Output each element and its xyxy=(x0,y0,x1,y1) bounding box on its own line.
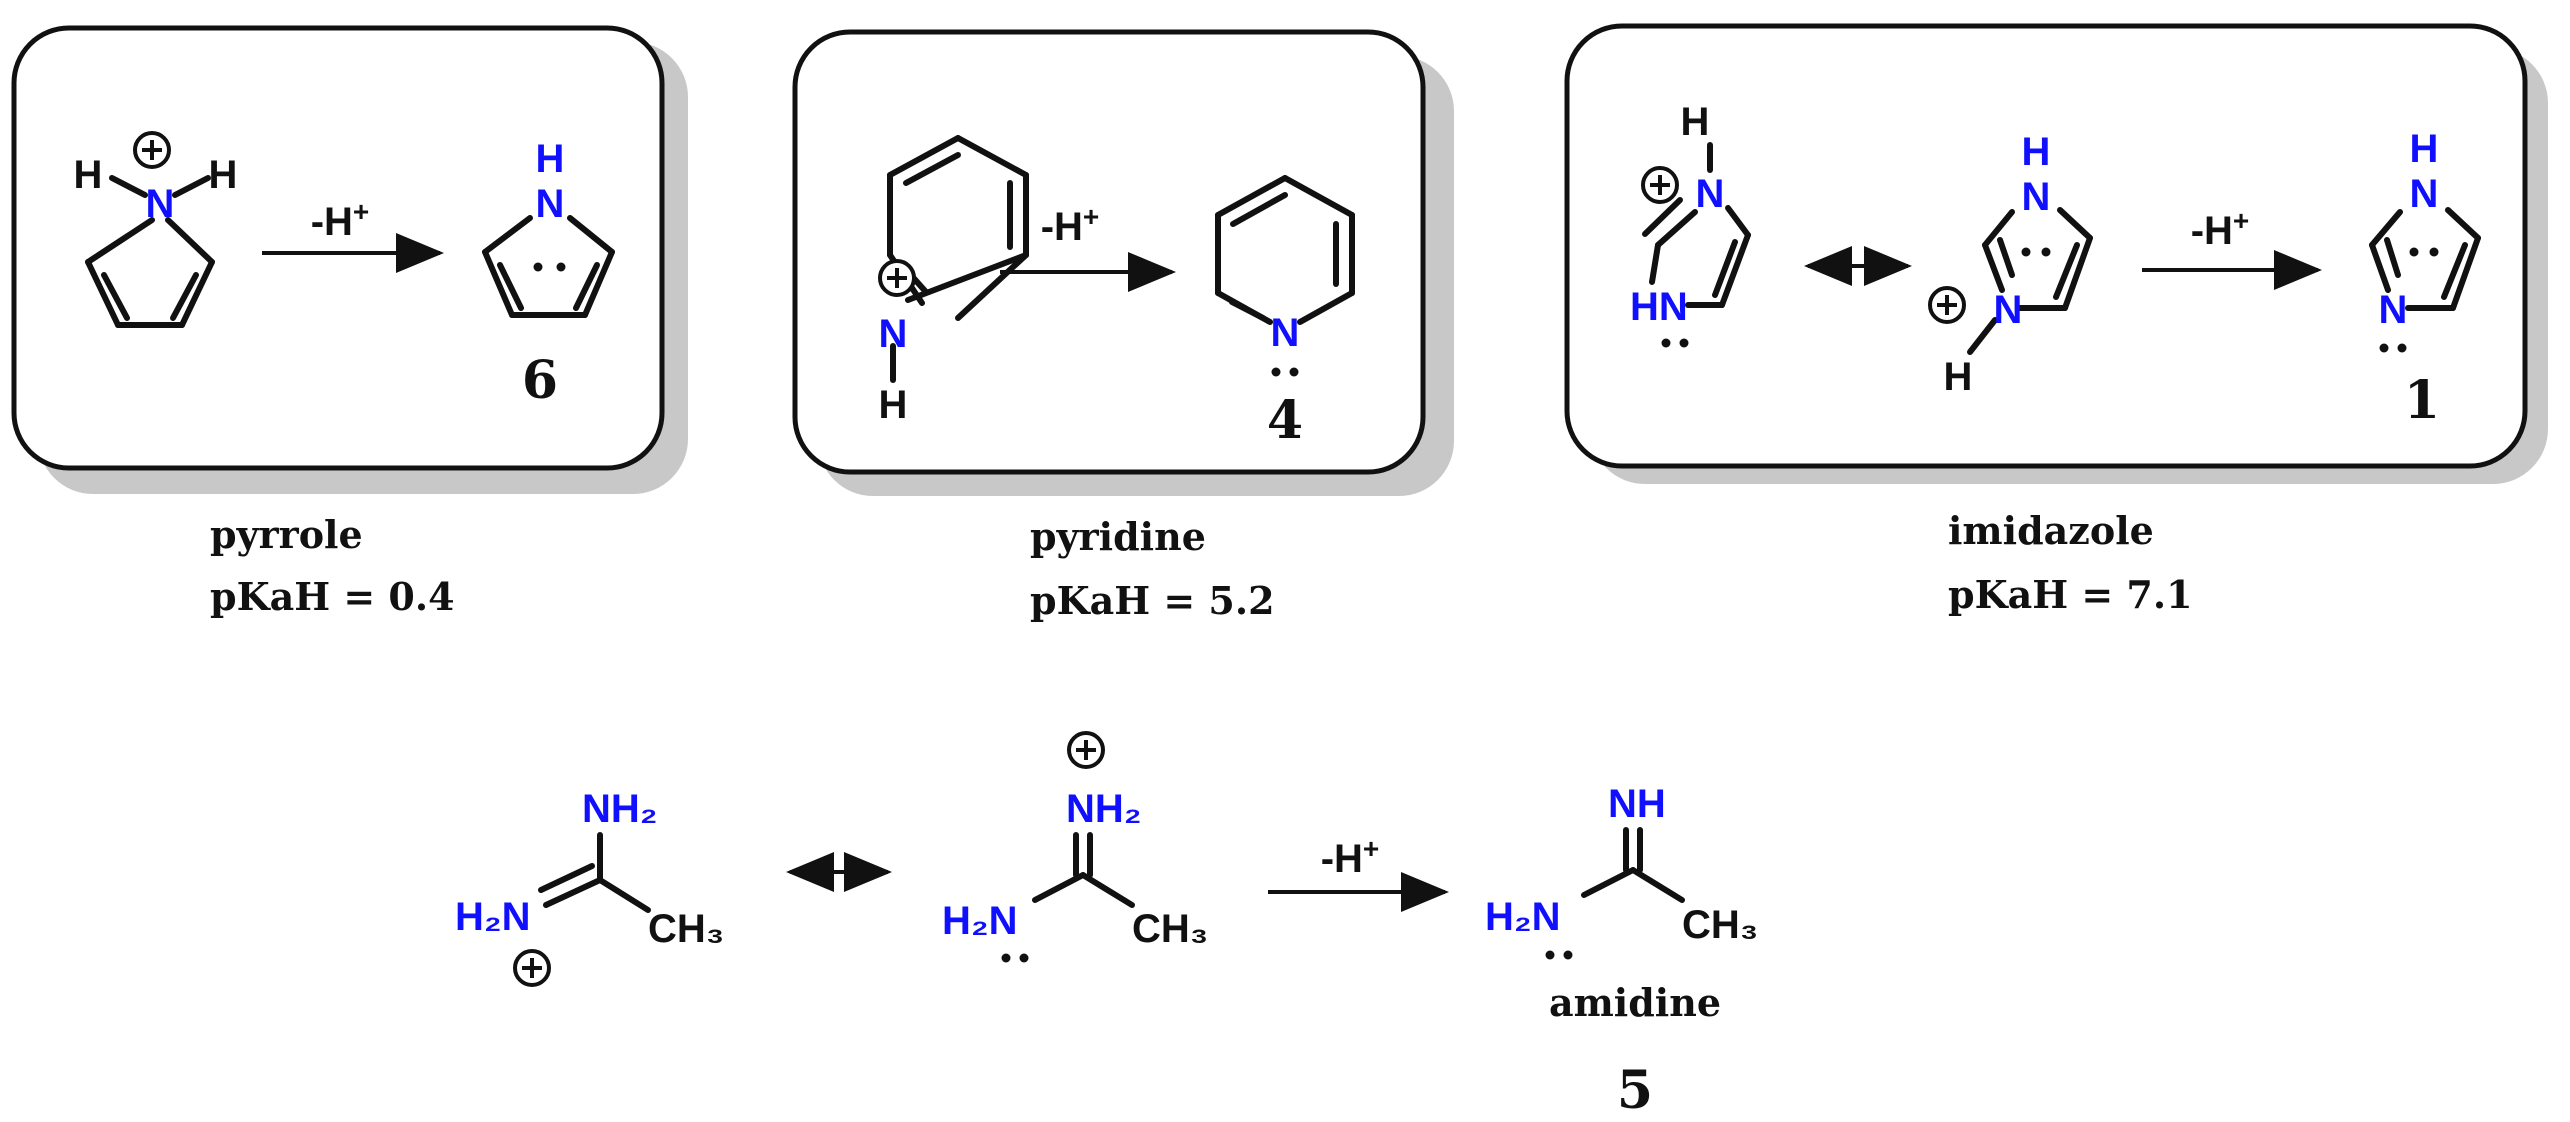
lone-pair-dot xyxy=(556,262,566,272)
imidazolium2-n-bottom: N xyxy=(1994,288,2023,332)
lone-pair-dot xyxy=(2409,247,2419,257)
imidazolium-structure-1: H N HN xyxy=(1630,100,1751,348)
amidinium2-nh2: NH₂ xyxy=(1066,787,1142,831)
pyrrole-pka: pKaH = 0.4 xyxy=(210,574,455,619)
lone-pair-dot xyxy=(2429,247,2439,257)
pyridine-pka: pKaH = 5.2 xyxy=(1030,578,1275,623)
amidine-name: amidine xyxy=(1549,980,1721,1025)
amidine-structure: NH H₂N CH₃ xyxy=(1485,782,1758,960)
imidazole-compound-number: 1 xyxy=(2404,370,2440,431)
pyridinium-n: N xyxy=(879,312,908,356)
pyrrole-n: N xyxy=(536,182,565,226)
positive-charge-icon xyxy=(133,131,171,169)
lone-pair-dot xyxy=(1661,338,1671,348)
reaction-label: -H+ xyxy=(1041,201,1100,249)
pyrrole-name: pyrrole xyxy=(210,512,363,557)
lone-pair-dot xyxy=(1019,953,1029,963)
lone-pair-dot xyxy=(2379,343,2389,353)
amidine-ch3: CH₃ xyxy=(1682,903,1758,947)
pyrrolium-structure: N H H xyxy=(74,131,238,328)
amidine-compound-number: 5 xyxy=(1617,1060,1653,1121)
imidazolium-structure-2: H N N H xyxy=(1928,130,2093,399)
imidazolium-hn: HN xyxy=(1630,285,1688,329)
imidazolium2-n-top: N xyxy=(2022,175,2051,219)
amidinium2-ch3: CH₃ xyxy=(1132,907,1208,951)
imidazole-panel: H N HN H N N H xyxy=(1564,23,2548,484)
pyrrole-panel: N H H -H+ H N 6 xyxy=(11,25,688,494)
pyridinium-structure: N H xyxy=(878,135,1029,427)
imidazole-name: imidazole xyxy=(1948,508,2154,553)
imidazole-n-top: N xyxy=(2410,172,2439,216)
lone-pair-dot xyxy=(1271,367,1281,377)
imidazolium-n-top: N xyxy=(1696,172,1725,216)
imidazolium-h-top: H xyxy=(1681,100,1710,144)
pyrrolium-h1: H xyxy=(74,153,103,197)
amidinium2-h2n: H₂N xyxy=(942,899,1018,943)
lone-pair-dot xyxy=(2021,247,2031,257)
pyrrole-box xyxy=(11,25,665,471)
pyrrolium-h2: H xyxy=(209,153,238,197)
lone-pair-dot xyxy=(533,262,543,272)
imidazole-h: H xyxy=(2410,127,2439,171)
amidine-nh: NH xyxy=(1608,782,1666,826)
lone-pair-dot xyxy=(1679,338,1689,348)
pyrrole-h: H xyxy=(536,137,565,181)
lone-pair-dot xyxy=(1001,953,1011,963)
amidine-h2n: H₂N xyxy=(1485,895,1561,939)
reaction-label: -H+ xyxy=(311,196,370,244)
reaction-label: -H+ xyxy=(1321,833,1380,881)
positive-charge-icon xyxy=(1928,286,1966,324)
lone-pair-dot xyxy=(2397,343,2407,353)
imidazolium2-h: H xyxy=(2022,130,2051,174)
amidinium-structure-1: NH₂ H₂N CH₃ xyxy=(455,787,724,987)
imidazole-structure: H N N xyxy=(2369,127,2481,353)
amidinium-structure-2: NH₂ H₂N CH₃ xyxy=(942,731,1208,963)
lone-pair-dot xyxy=(1289,367,1299,377)
lone-pair-dot xyxy=(1563,950,1573,960)
lone-pair-dot xyxy=(2041,247,2051,257)
positive-charge-icon xyxy=(878,259,916,297)
pyridinium-h: H xyxy=(879,383,908,427)
reaction-label: -H+ xyxy=(2191,205,2250,253)
pyridine-name: pyridine xyxy=(1030,514,1206,559)
imidazolium2-h-bottom: H xyxy=(1944,355,1973,399)
pyridine-n: N xyxy=(1271,311,1300,355)
pyridine-structure: N xyxy=(1215,175,1355,377)
amidinium1-h2n: H₂N xyxy=(455,895,531,939)
pyridine-panel: N H -H+ N 4 xyxy=(792,29,1454,496)
pyridine-compound-number: 4 xyxy=(1267,390,1303,451)
pyrrole-structure: H N xyxy=(482,137,615,318)
amidinium1-ch3: CH₃ xyxy=(648,907,724,951)
positive-charge-icon xyxy=(1641,166,1679,204)
amidinium1-nh2: NH₂ xyxy=(582,787,658,831)
positive-charge-icon xyxy=(1067,731,1105,769)
positive-charge-icon xyxy=(513,949,551,987)
imidazole-box xyxy=(1564,23,2528,469)
imidazole-n-bottom: N xyxy=(2379,288,2408,332)
imidazole-pka: pKaH = 7.1 xyxy=(1948,572,2193,617)
pyrrolium-n: N xyxy=(146,182,175,226)
pyrrole-compound-number: 6 xyxy=(522,350,558,411)
lone-pair-dot xyxy=(1545,950,1555,960)
